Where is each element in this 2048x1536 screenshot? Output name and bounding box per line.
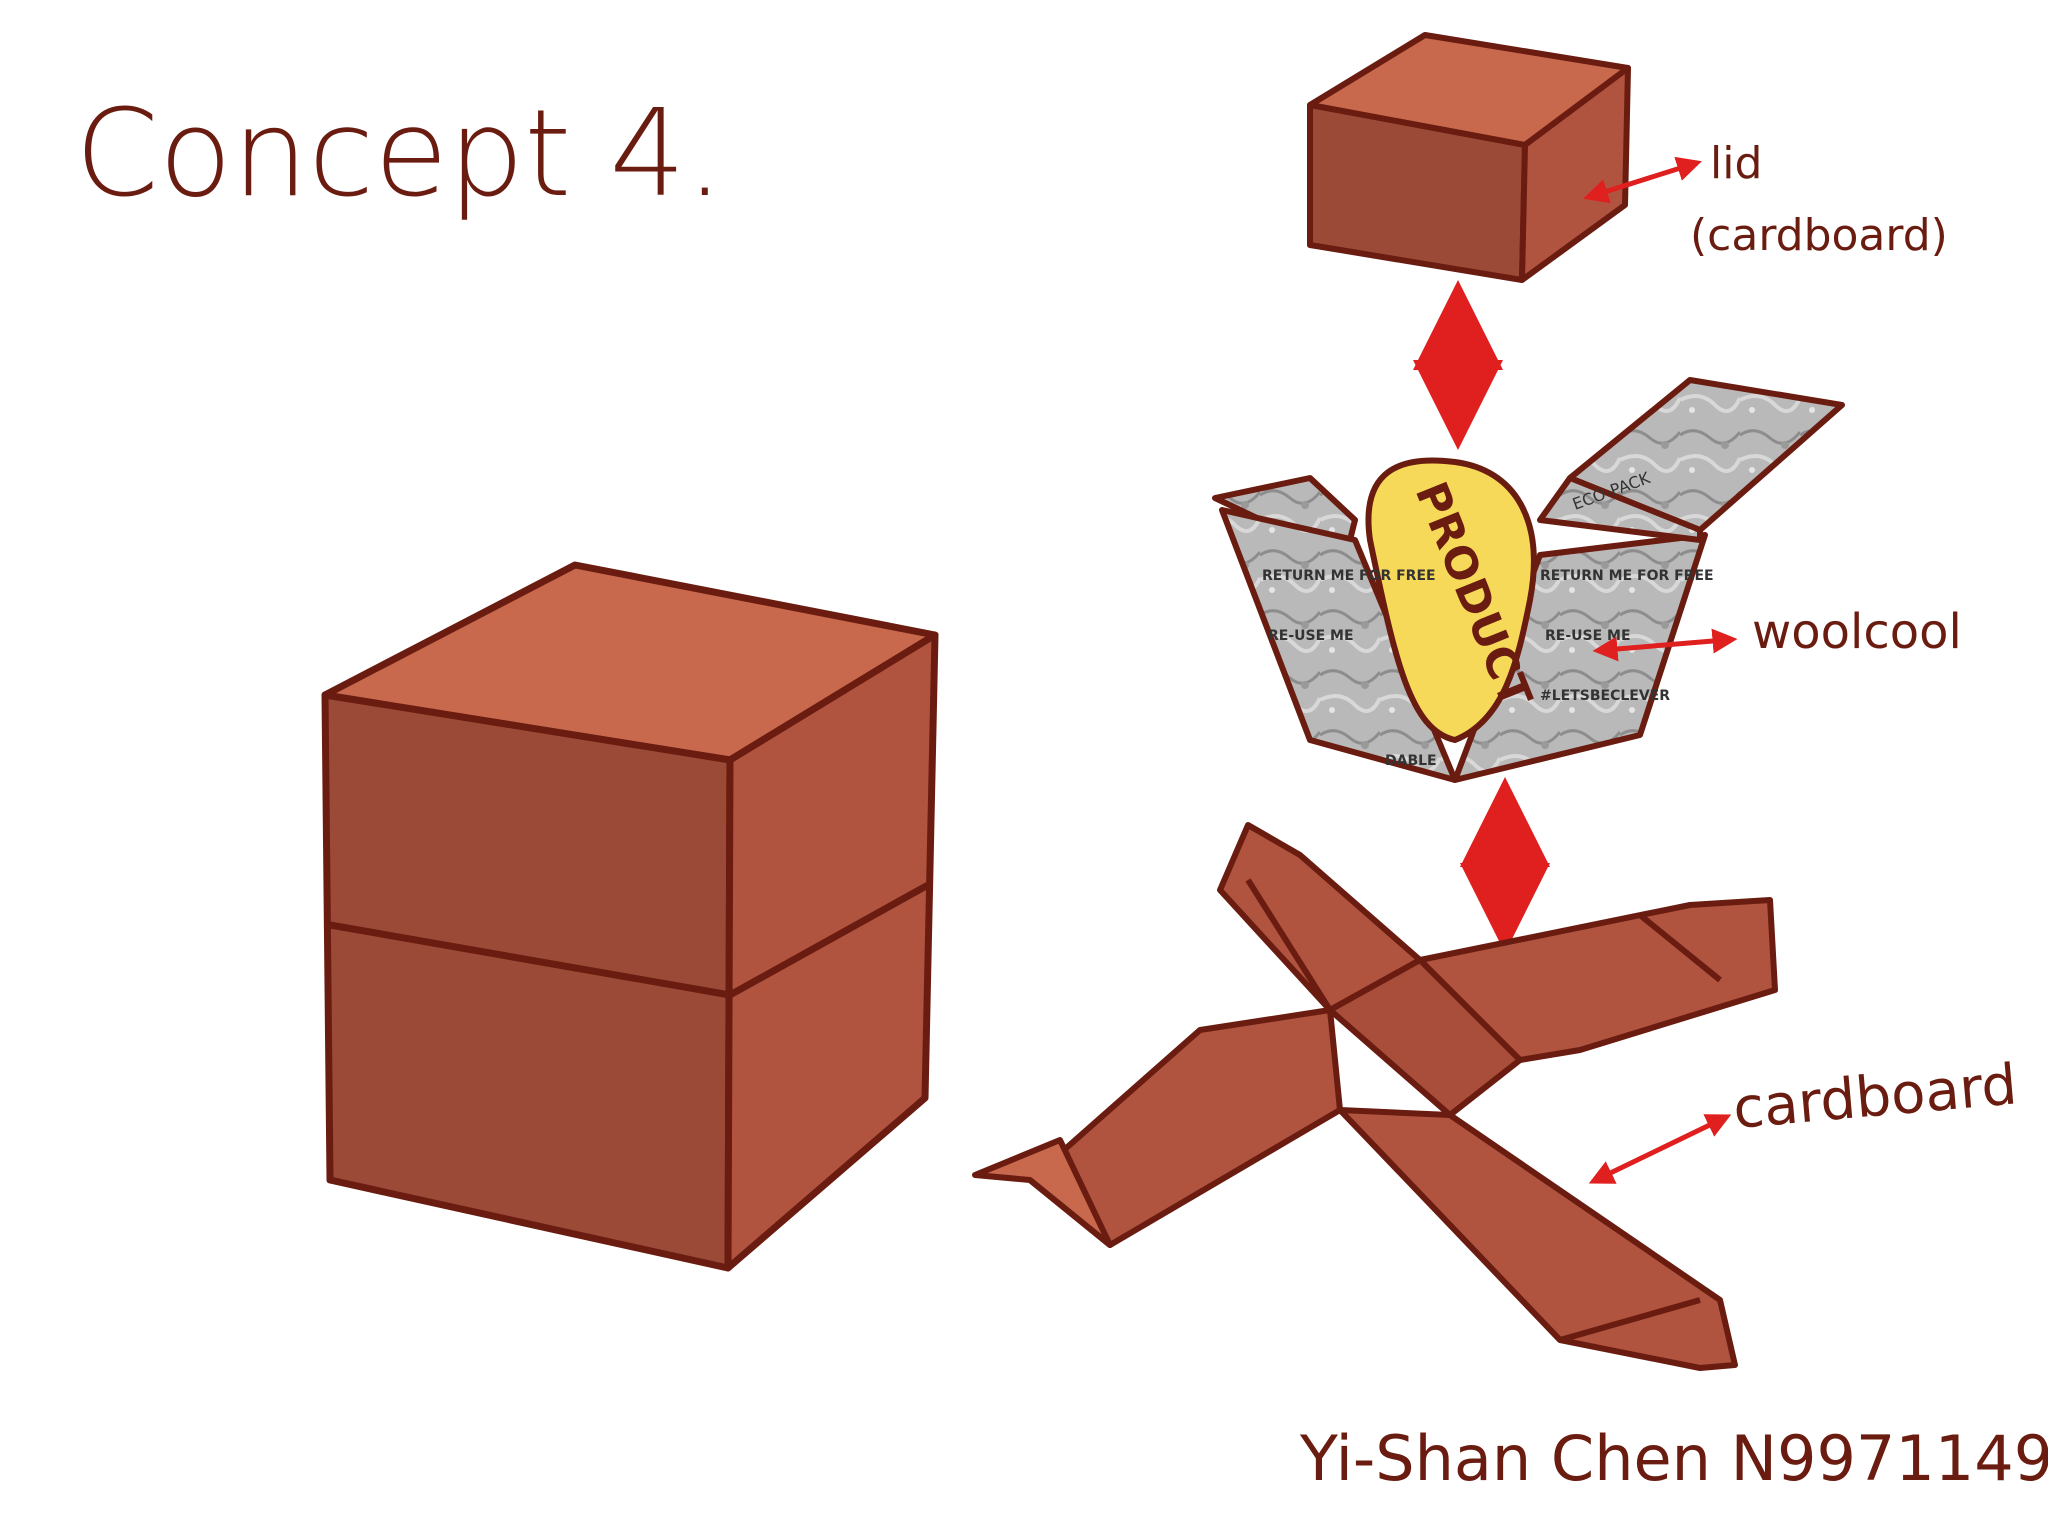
base-fold-2 [1638, 912, 1722, 983]
liner-footer-text: DABLE [1385, 753, 1437, 769]
lid-box [1307, 32, 1631, 283]
lid-label: lid [1710, 138, 1762, 189]
page-title: Concept 4. [75, 85, 724, 224]
liner-label: woolcool [1752, 604, 1962, 660]
liner-pointer-arrow [1592, 628, 1738, 662]
base-arm-top [1217, 822, 1423, 1013]
liner-reuse-text-right: RE-USE ME [1545, 628, 1631, 644]
box-side-face [724, 631, 939, 1272]
lid-material-label: (cardboard) [1690, 210, 1948, 261]
box-lid-seam [329, 881, 930, 999]
base-center-panel [1327, 957, 1523, 1118]
base-fold-1 [1245, 878, 1333, 1012]
lid-side-face [1519, 65, 1631, 283]
cardboard-base [972, 822, 1778, 1371]
assembled-box [321, 561, 939, 1272]
base-pointer-arrow [1588, 1114, 1732, 1184]
base-fold-3 [1559, 1297, 1701, 1343]
base-tip-left [972, 1137, 1113, 1248]
woolcool-liner [1212, 377, 1845, 783]
liner-right-mid-flap [1537, 475, 1703, 543]
base-arm-bottom [1337, 1107, 1738, 1371]
product-shape [1365, 457, 1537, 744]
author-signature: Yi-Shan Chen N9971149 [1299, 1422, 2048, 1495]
liner-hashtag-text: #LETSBECLEVER [1540, 688, 1670, 704]
liner-reuse-text-left: RE-USE ME [1268, 628, 1354, 644]
lid-pointer-arrow [1583, 156, 1702, 204]
liner-return-text: RETURN ME FOR FREE [1262, 568, 1436, 584]
base-label: cardboard [1731, 1052, 2020, 1142]
liner-return-text-right: RETURN ME FOR FREE [1540, 568, 1714, 584]
